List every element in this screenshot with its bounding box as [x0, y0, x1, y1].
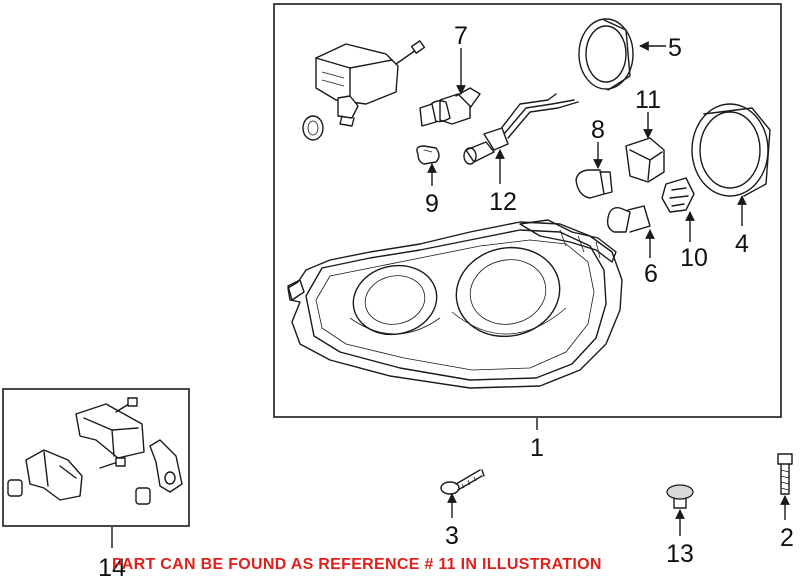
- screw-3: [440, 469, 485, 495]
- cover-cap-small: [578, 18, 634, 91]
- bracket-kit: [7, 397, 183, 505]
- ref-label-11: 11: [635, 86, 661, 114]
- ref-label-4: 4: [735, 230, 749, 258]
- ref-label-1: 1: [530, 434, 544, 462]
- ref-label-10: 10: [680, 244, 708, 272]
- bolt-2: [777, 453, 793, 495]
- wire-harness: [463, 93, 579, 165]
- bracket-kit-frame: [2, 388, 190, 527]
- ref-label-7: 7: [454, 22, 468, 50]
- ref-label-14: 14: [98, 554, 126, 582]
- bulb-holder: [625, 137, 665, 183]
- ref-label-3: 3: [445, 522, 459, 550]
- ref-label-8: 8: [591, 116, 605, 144]
- socket-turn-signal: [661, 177, 695, 213]
- ref-label-5: 5: [668, 34, 682, 62]
- ref-label-2: 2: [780, 524, 794, 552]
- bulb-small: [575, 169, 613, 199]
- clip-13: [666, 484, 694, 509]
- ref-label-9: 9: [425, 190, 439, 218]
- headlamp-housing: [287, 219, 623, 389]
- headlamp-assembly-frame: [273, 3, 782, 418]
- ref-label-12: 12: [489, 188, 517, 216]
- reference-note: PART CAN BE FOUND AS REFERENCE # 11 IN I…: [112, 556, 602, 573]
- cover-cap-large: [691, 103, 771, 197]
- leveling-motor: [302, 40, 426, 141]
- bulb-h1: [606, 205, 651, 233]
- ref-label-6: 6: [644, 260, 658, 288]
- socket: [416, 145, 440, 165]
- bulb-h7: [419, 87, 481, 127]
- ref-label-13: 13: [666, 540, 694, 568]
